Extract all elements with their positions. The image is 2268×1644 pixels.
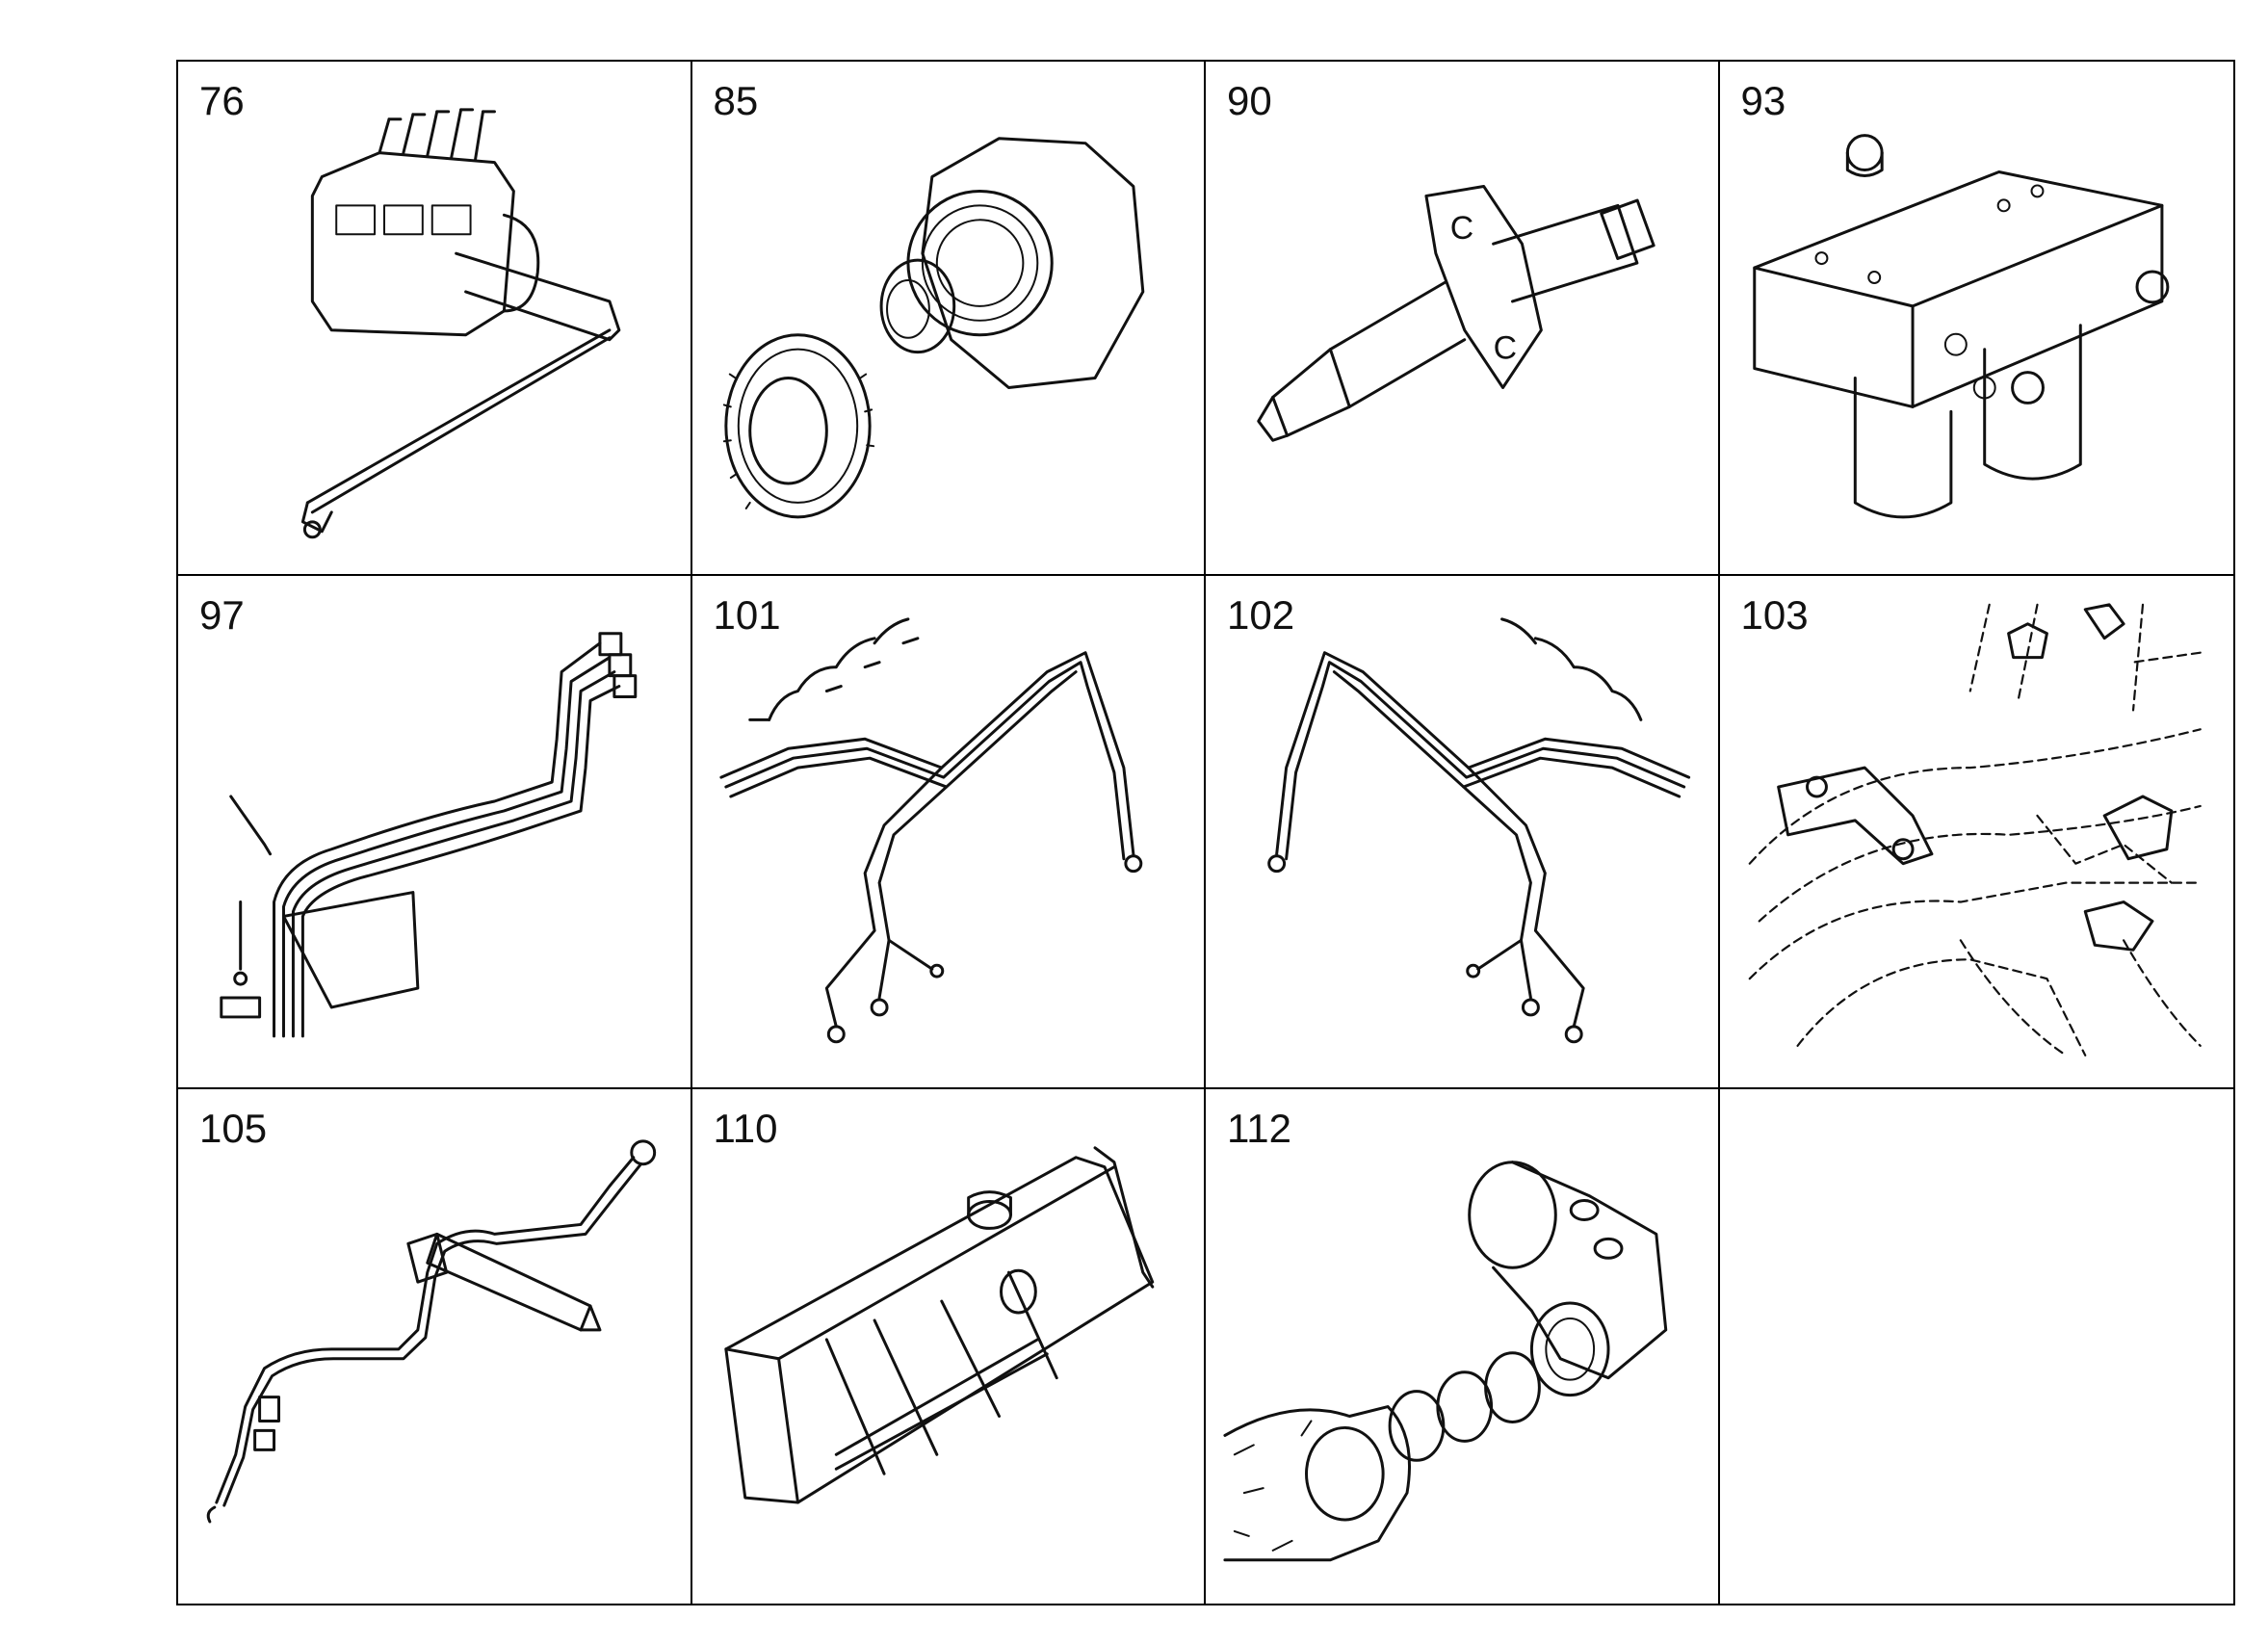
cylinder-head-cover-icon: [723, 1146, 1154, 1504]
part-cell-76[interactable]: 76: [178, 62, 692, 576]
part-cell-112[interactable]: 112: [1206, 1089, 1720, 1604]
part-cell-110[interactable]: 110: [692, 1089, 1206, 1604]
part-number: 102: [1227, 591, 1295, 638]
part-number: 101: [713, 591, 781, 638]
svg-text:C: C: [1450, 210, 1473, 247]
part-cell-90[interactable]: 90 C C: [1206, 62, 1720, 576]
part-number: 112: [1227, 1106, 1291, 1152]
part-number: 76: [199, 78, 245, 123]
part-cell-85[interactable]: 85: [691, 62, 1206, 576]
parts-catalog-grid: 76 85 90: [176, 60, 2235, 1605]
part-number: 93: [1740, 78, 1786, 123]
injection-pipe-set-right-icon: [1267, 617, 1691, 1043]
part-number: 97: [199, 591, 245, 638]
injection-pipe-set-left-icon: [718, 617, 1142, 1043]
valve-block-icon: [1752, 134, 2169, 519]
injection-lines-bracket-icon: [220, 631, 638, 1037]
part-cell-102[interactable]: 102: [1206, 575, 1720, 1090]
empty-cell: [1720, 1089, 2234, 1604]
part-number: 105: [199, 1106, 268, 1152]
part-number: 90: [1227, 78, 1272, 123]
part-cell-97[interactable]: 97: [178, 575, 692, 1090]
injector-nozzle-icon: C C: [1257, 184, 1655, 442]
pump-drive-gear-icon: [722, 137, 1144, 519]
engine-bracket-assembly-icon: [1748, 603, 2202, 1057]
part-number: 85: [713, 78, 759, 123]
housing-seal-rings-icon: [1223, 1161, 1668, 1562]
part-cell-93[interactable]: 93: [1719, 62, 2233, 576]
fuel-injection-pump-icon: [300, 108, 621, 539]
leak-off-pipe-injector-icon: [206, 1139, 657, 1524]
part-number: 103: [1740, 591, 1809, 638]
svg-text:C: C: [1494, 330, 1517, 367]
part-cell-103[interactable]: 103: [1719, 576, 2233, 1090]
part-number: 110: [713, 1106, 778, 1152]
part-cell-101[interactable]: 101: [691, 575, 1206, 1090]
part-cell-105[interactable]: 105: [178, 1089, 692, 1604]
